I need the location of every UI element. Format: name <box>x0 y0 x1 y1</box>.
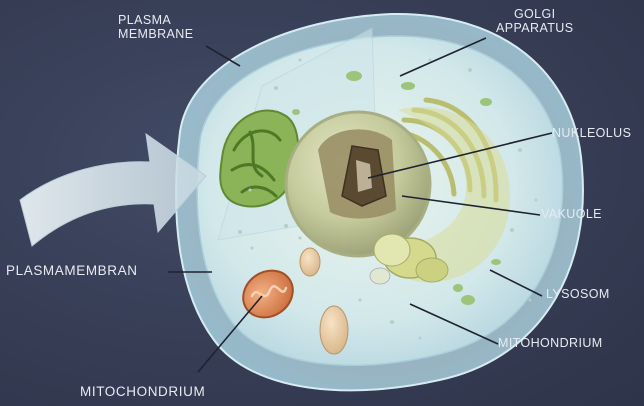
label-vakuole: VAKUOLE <box>541 207 602 221</box>
label-plasmamembran: PLASMAMEMBRAN <box>6 264 138 278</box>
leader-plasma-membrane-top <box>206 46 240 66</box>
label-mitohondrium: MITOHONDRIUM <box>498 336 603 350</box>
vesicle <box>320 306 348 354</box>
label-lysosom: LYSOSOM <box>546 287 610 301</box>
label-nukleolus: NUKLEOLUS <box>552 126 631 140</box>
vesicle <box>300 248 320 276</box>
label-golgi-apparatus: GOLGI APPARATUS <box>496 7 573 35</box>
label-plasma-membrane-top: PLASMA MEMBRANE <box>118 13 193 41</box>
label-mitochondrium: MITOCHONDRIUM <box>80 385 205 399</box>
